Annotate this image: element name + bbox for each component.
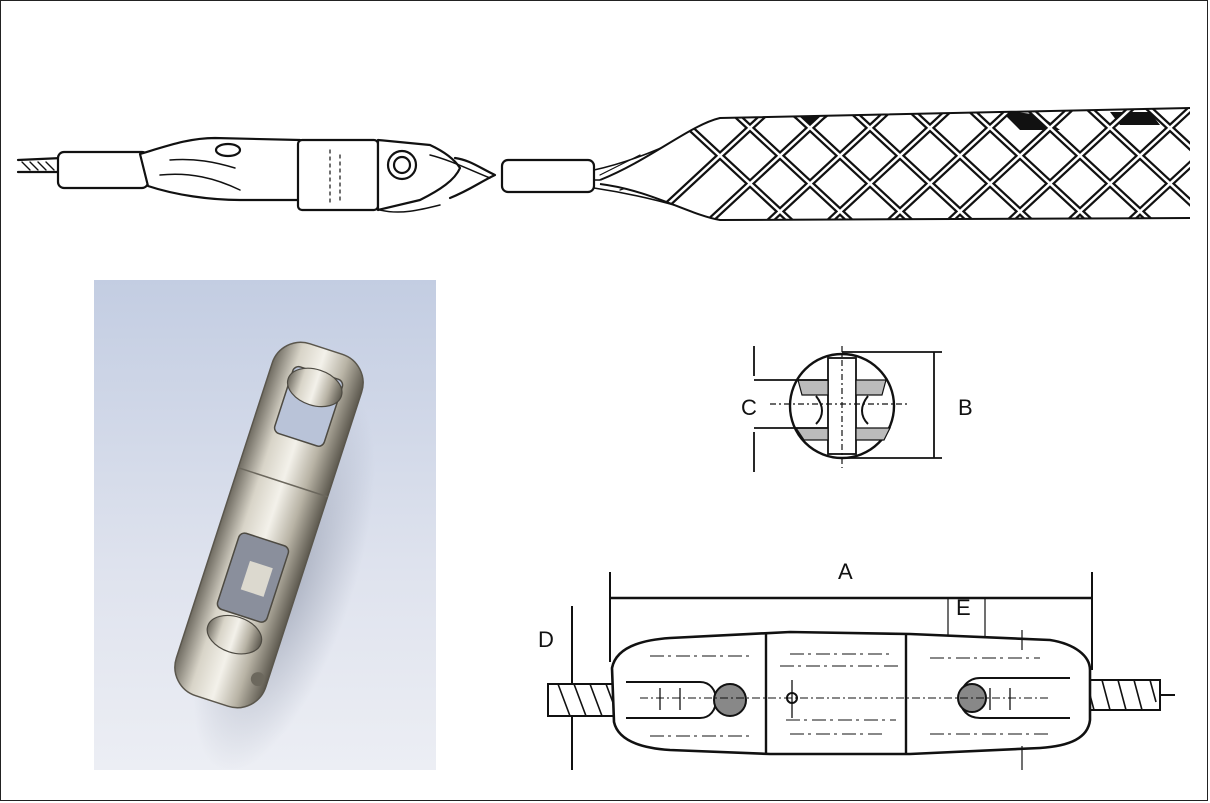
label-c: C	[741, 395, 757, 420]
label-b: B	[958, 395, 973, 420]
label-a: A	[838, 559, 853, 584]
label-d: D	[538, 627, 554, 652]
side-view-drawing	[547, 572, 1175, 770]
cable-grip-illustration	[16, 107, 1191, 222]
cross-section-drawing	[753, 346, 942, 472]
swivel-photo	[94, 280, 436, 770]
label-e: E	[956, 595, 971, 620]
